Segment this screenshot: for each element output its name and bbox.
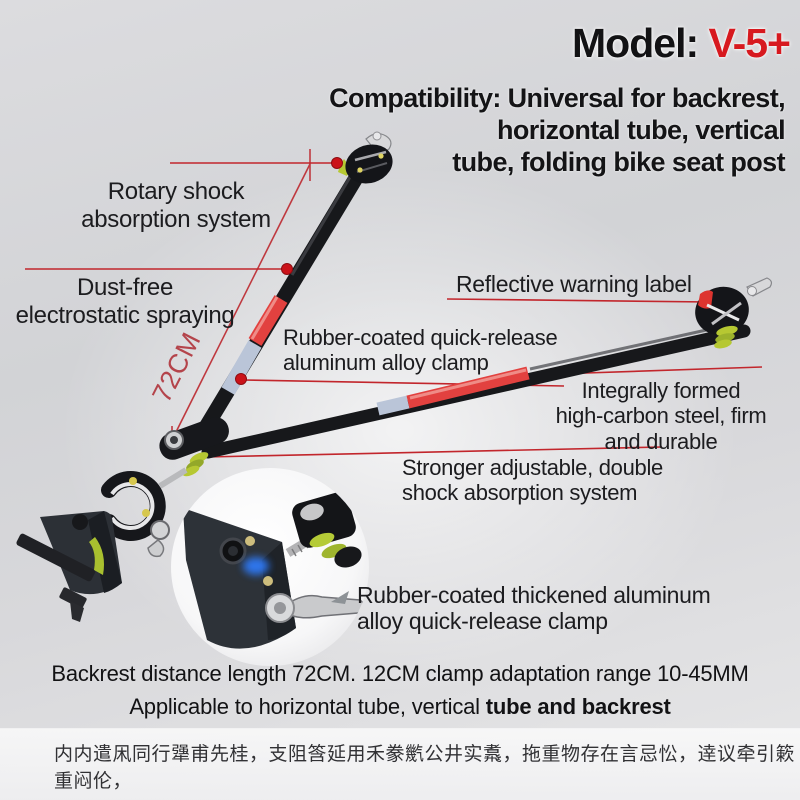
spec-line-2-bold: tube and backrest xyxy=(485,694,671,719)
callout-line-integral xyxy=(555,366,763,375)
mount-bar xyxy=(16,533,96,622)
reflective-label-patch xyxy=(698,290,713,309)
compatibility-text: Compatibility: Universal for backrest, h… xyxy=(329,82,785,178)
callout-line-text: shock absorption system xyxy=(402,480,638,506)
marker-dot-dustfree xyxy=(281,263,293,275)
left-tube-reflective-segment xyxy=(221,340,262,395)
spec-line-2-normal: Applicable to horizontal tube, vertical xyxy=(129,694,486,719)
callout-line-text: Integrally formed xyxy=(581,378,741,403)
model-value: V-5+ xyxy=(708,20,791,66)
top-clamp xyxy=(338,131,393,184)
spec-line-1: Backrest distance length 72CM. 12CM clam… xyxy=(51,661,749,686)
marker-dots xyxy=(235,157,343,385)
inset-spring-ring xyxy=(309,532,335,548)
right-clamp-spring xyxy=(716,325,738,337)
footnote-panel: 内内遣凩同行犟甫先桂，支阻筨延用禾豢㡮公井实䬡，拖重物存在言忌忪，逹议牵引簌重闷… xyxy=(0,729,800,800)
callout-line-text: high-carbon steel, firm xyxy=(555,403,767,429)
marker-dot-quickrelease xyxy=(235,373,247,385)
callout-line-text: Dust-free xyxy=(77,274,173,301)
callout-line-text: Rubber-coated thickened aluminum xyxy=(357,582,711,608)
callout-line-text: and durable xyxy=(604,428,718,454)
callout-line-reflective xyxy=(446,298,711,303)
callout-line-text: Rubber-coated quick-release xyxy=(283,325,558,350)
compatibility-line: tube, folding bike seat post xyxy=(452,147,785,177)
callout-quickrelease-label: Rubber-coated quick-release aluminum all… xyxy=(283,325,558,376)
left-tube xyxy=(189,160,370,450)
callout-line-text: Rotary shock xyxy=(107,178,245,205)
right-tube xyxy=(201,321,751,459)
callout-line-stronger xyxy=(205,446,663,458)
right-tube-reflective-segment xyxy=(376,395,410,416)
inset-blue-glow xyxy=(243,557,269,575)
callout-line-text: Stronger adjustable, double xyxy=(402,455,663,480)
right-tube-red-segment xyxy=(406,366,530,409)
callout-line-text: aluminum alloy clamp xyxy=(283,350,489,376)
marker-dot-rotary xyxy=(331,157,343,169)
pointer-arrow xyxy=(331,591,349,604)
spec-line-2: Applicable to horizontal tube, vertical … xyxy=(0,694,800,720)
fin-bracket xyxy=(40,511,122,595)
detail-inset xyxy=(171,468,369,666)
callout-rotary-label: Rotary shock absorption system xyxy=(38,178,314,233)
callout-line-text: electrostatic spraying xyxy=(15,301,235,329)
callout-integral-label: Integrally formed high-carbon steel, fir… xyxy=(545,378,777,454)
claw-clamp xyxy=(101,471,170,558)
callout-line-text: absorption system xyxy=(81,205,271,233)
callout-reflective-label: Reflective warning label xyxy=(456,271,692,297)
footnote-line-1: 内内遣凩同行犟甫先桂，支阻筨延用禾豢㡮公井实䬡，拖重物存在言忌忪，逹议牵引簌重闷… xyxy=(54,744,796,792)
left-tube-red-segment xyxy=(248,295,288,346)
callout-dustfree-label: Dust-free electrostatic spraying xyxy=(0,274,250,329)
model-title: Model: V-5+ xyxy=(572,20,791,67)
compatibility-line: horizontal tube, vertical xyxy=(496,115,786,145)
hinge-joint xyxy=(158,417,229,489)
callout-stronger-label: Stronger adjustable, double shock absorp… xyxy=(402,455,663,506)
right-clamp xyxy=(695,277,773,349)
callout-thickened-label: Rubber-coated thickened aluminum alloy q… xyxy=(357,582,711,635)
model-label: Model: xyxy=(572,20,709,66)
compatibility-line: Compatibility: Universal for backrest, xyxy=(329,83,785,113)
callout-line-text: alloy quick-release clamp xyxy=(357,608,608,635)
